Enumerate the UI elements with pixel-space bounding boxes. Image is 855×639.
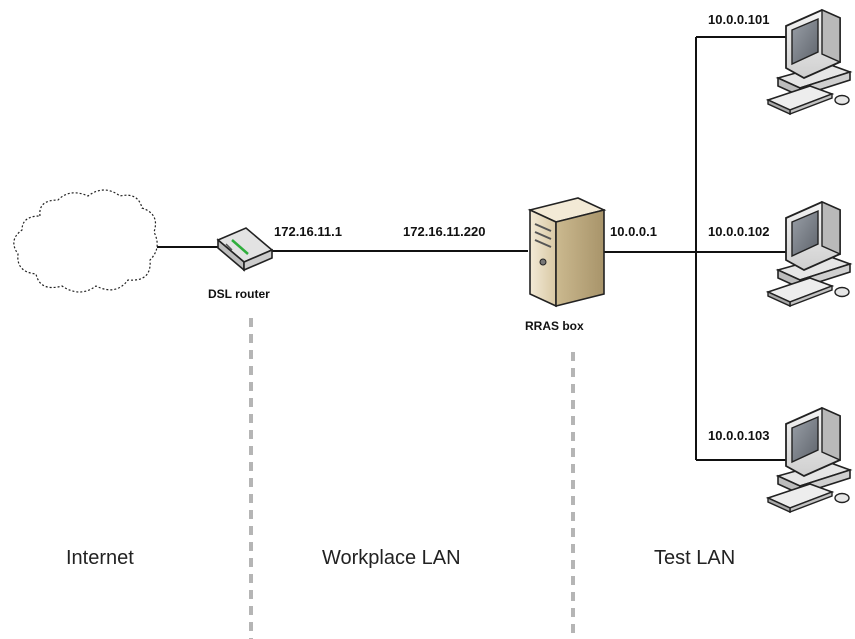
computer-icon bbox=[767, 9, 851, 115]
router-wan-ip: 172.16.11.1 bbox=[274, 224, 342, 239]
computer-icon bbox=[767, 201, 851, 307]
router-icon bbox=[216, 227, 274, 272]
cloud-icon bbox=[13, 189, 158, 293]
client-ip-2: 10.0.0.102 bbox=[708, 224, 769, 239]
rras-outer-ip: 172.16.11.220 bbox=[403, 224, 485, 239]
network-wires bbox=[157, 36, 788, 461]
zone-label-internet: Internet bbox=[66, 547, 134, 569]
router-label: DSL router bbox=[208, 287, 270, 301]
server-icon bbox=[527, 197, 607, 308]
client-ip-1: 10.0.0.101 bbox=[708, 12, 769, 27]
zone-label-test: Test LAN bbox=[654, 547, 735, 569]
rras-label: RRAS box bbox=[525, 319, 584, 333]
rras-inner-ip: 10.0.0.1 bbox=[610, 224, 657, 239]
client-ip-3: 10.0.0.103 bbox=[708, 428, 769, 443]
zone-label-workplace: Workplace LAN bbox=[322, 547, 461, 569]
